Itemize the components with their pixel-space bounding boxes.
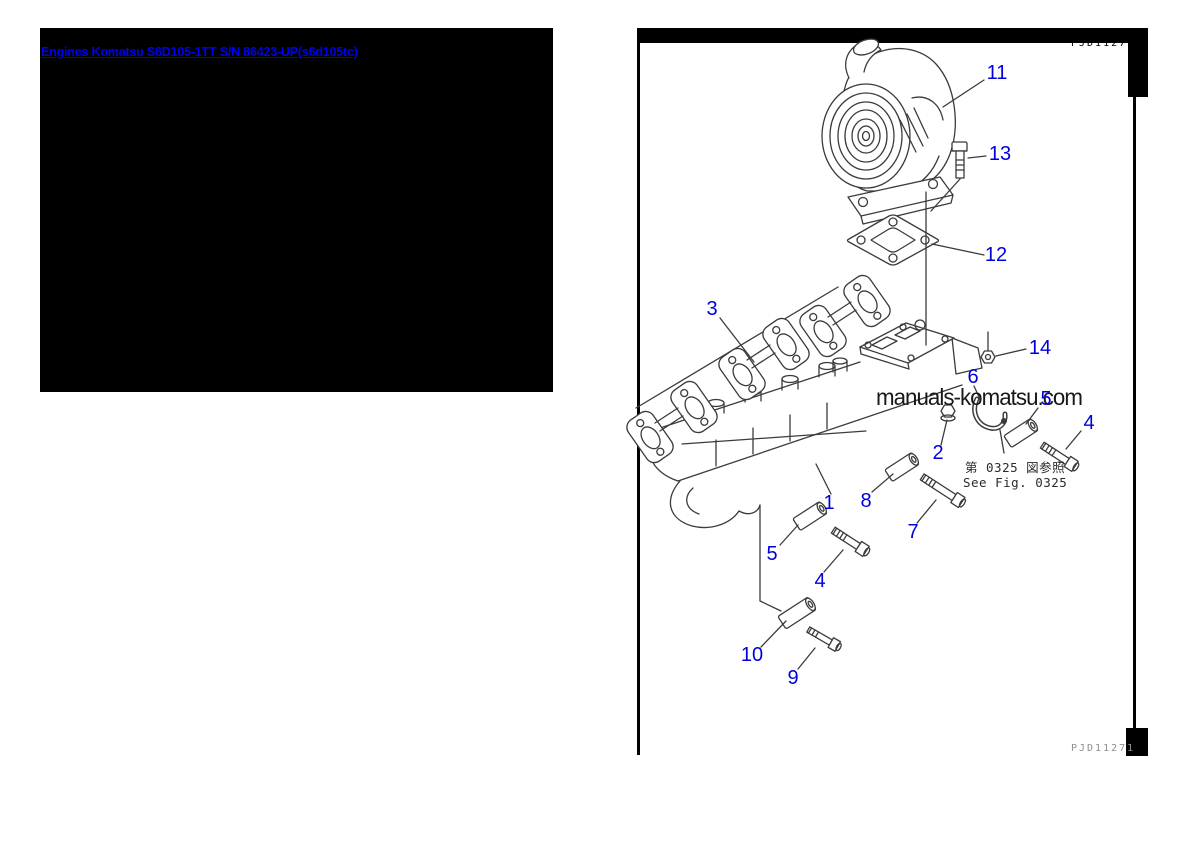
bolt-4-right-drawing [1039,441,1080,473]
gasket-12-drawing [846,214,940,266]
manifold-gaskets-drawing [626,274,891,464]
callout-8[interactable]: 8 [860,490,872,512]
spacer-8-drawing [884,452,920,482]
spacer-5-right-drawing [1003,418,1039,448]
bolt-9-drawing [806,626,842,652]
reference-note-japanese: 第 0325 図参照 [965,460,1066,475]
nut-2-drawing [940,404,956,422]
callout-2[interactable]: 2 [932,442,944,464]
gasket-group-line [635,286,839,409]
black-redaction-panel [40,28,553,392]
callout-9[interactable]: 9 [787,667,799,689]
callout-11[interactable]: 11 [986,62,1008,84]
callout-6[interactable]: 6 [967,366,979,388]
callout-13[interactable]: 13 [988,143,1012,165]
nut-14-drawing [980,331,996,364]
spacer-5-left-drawing [792,501,828,531]
callout-7[interactable]: 7 [907,521,919,543]
bracket-leader-line [759,504,782,612]
page-code-top: PJD11271 [1071,43,1129,49]
callout-5-left[interactable]: 5 [766,543,778,565]
callout-1[interactable]: 1 [823,492,835,514]
parts-catalog-link[interactable]: Engines Komatsu S6D105-1TT S/N 86423-UP(… [41,45,358,59]
tube-6-drawing [972,396,1008,454]
exhaust-manifold-drawing [648,322,983,612]
callout-10[interactable]: 10 [740,644,764,666]
site-watermark: manuals-komatsu.com [876,384,1083,410]
callout-12[interactable]: 12 [984,244,1008,266]
turbocharger-drawing [821,38,956,225]
page-code-bottom: PJD11271 [1071,743,1136,754]
callout-14[interactable]: 14 [1028,337,1052,359]
callout-5-right[interactable]: 5 [1040,388,1052,410]
reference-note-english: See Fig. 0325 [963,475,1068,490]
spacer-10-drawing [777,597,817,629]
callout-4-left[interactable]: 4 [814,570,826,592]
page-code-top-clipped: PJD11271 [1071,43,1129,49]
callout-4-right[interactable]: 4 [1083,412,1095,434]
leader-lines [719,79,1082,670]
bolt-13-drawing [930,141,968,212]
stud-hole [914,319,926,331]
callout-3[interactable]: 3 [706,298,718,320]
diagram-frame [637,28,1148,756]
bolt-4-left-drawing [830,526,871,558]
bolt-7-drawing [919,473,967,509]
